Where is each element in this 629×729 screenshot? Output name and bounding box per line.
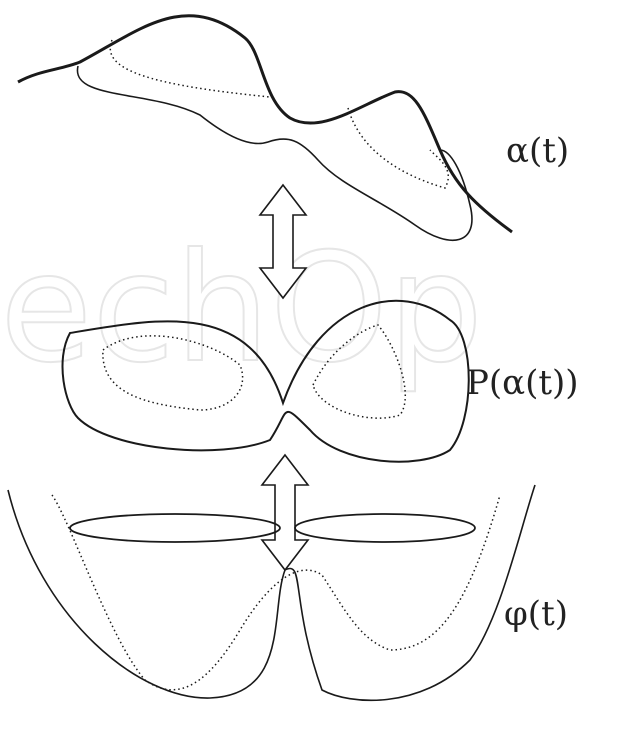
bottom-potential: [7, 484, 536, 702]
label-alpha: α(t): [506, 131, 569, 171]
top-surface-lower-edge: [76, 65, 473, 241]
double-arrow-top: [258, 183, 308, 300]
bottom-potential-well: [7, 484, 536, 702]
bottom-ellipse-left: [69, 513, 281, 543]
top-surface: [17, 14, 513, 241]
top-surface-dotted-left: [109, 39, 271, 98]
bottom-ellipse-right: [294, 513, 476, 543]
double-arrow-bottom: [260, 453, 310, 572]
middle-domain: [61, 299, 470, 463]
middle-domain-outline: [61, 299, 470, 463]
label-p-alpha: P(α(t)): [466, 363, 579, 403]
bottom-potential-dotted: [51, 494, 501, 691]
label-phi: φ(t): [504, 594, 568, 634]
watermark-text: echOp: [0, 222, 483, 396]
middle-domain-dotted-left: [102, 335, 244, 411]
top-surface-dotted-right: [347, 107, 450, 189]
top-surface-upper-edge: [17, 14, 513, 234]
